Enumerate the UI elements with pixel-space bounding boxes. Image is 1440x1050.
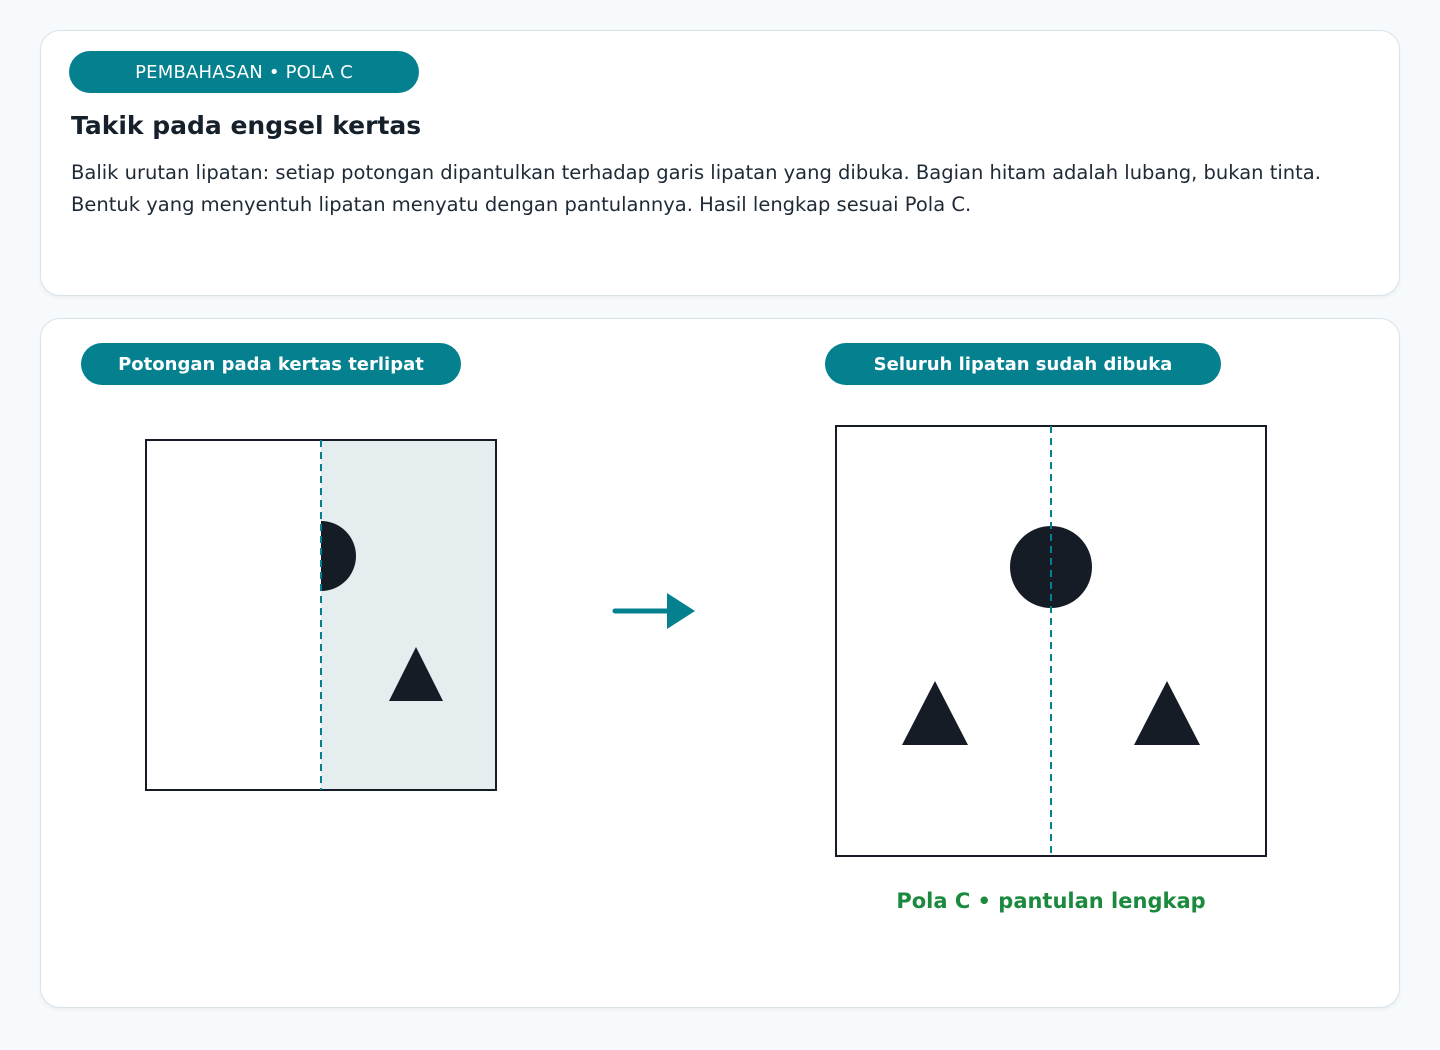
folded-paper <box>145 439 497 791</box>
unfolded-paper-border <box>835 425 1267 857</box>
unfolded-paper-label: Seluruh lipatan sudah dibuka <box>825 343 1221 385</box>
section-badge: PEMBAHASAN • POLA C <box>69 51 419 93</box>
triangle-hole-left <box>902 681 968 745</box>
diagram-card: Potongan pada kertas terlipat Seluruh li… <box>40 318 1400 1008</box>
arrow-right-icon <box>612 593 695 629</box>
page-title: Takik pada engsel kertas <box>71 111 422 140</box>
unfolded-paper <box>835 425 1267 857</box>
folded-paper-label: Potongan pada kertas terlipat <box>81 343 461 385</box>
circle-hole <box>1010 526 1092 608</box>
result-caption: Pola C • pantulan lengkap <box>896 889 1206 913</box>
folded-paper-shaded-half <box>321 440 496 790</box>
triangle-hole <box>389 647 443 701</box>
explanation-text: Balik urutan lipatan: setiap potongan di… <box>71 161 1321 216</box>
explanation-card: PEMBAHASAN • POLA C Takik pada engsel ke… <box>40 30 1400 296</box>
half-circle-hole <box>321 521 356 591</box>
triangle-hole-right <box>1134 681 1200 745</box>
folding-diagram <box>145 425 1267 857</box>
